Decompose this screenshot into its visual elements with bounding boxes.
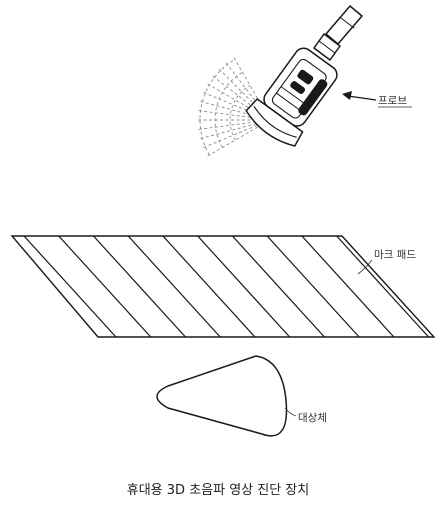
beam-ray xyxy=(207,126,259,157)
probe-device xyxy=(245,5,363,147)
mark-pad xyxy=(10,235,436,338)
mark-pad-stripe xyxy=(231,236,325,337)
mark-pad-stripe xyxy=(266,236,360,337)
beam-ray xyxy=(200,100,257,117)
beam-ray xyxy=(212,75,260,112)
beam-ray xyxy=(200,123,257,140)
mark-pad-stripe xyxy=(58,236,152,337)
figure-caption: 휴대용 3D 초음파 영상 진단 장치 xyxy=(127,483,309,498)
beam-ray xyxy=(233,57,264,109)
mark-pad-stripe xyxy=(301,236,395,337)
beam-ray xyxy=(198,110,257,119)
probe-cable-inner xyxy=(340,17,355,29)
probe-callout: 프로브 xyxy=(342,91,412,108)
mark-pad-stripe xyxy=(336,236,430,337)
mark-pad-stripe xyxy=(162,236,256,337)
probe-cable xyxy=(325,5,363,45)
beam-ray xyxy=(203,124,258,148)
beam-ray xyxy=(203,92,258,116)
mark-pad-stripe xyxy=(127,236,221,337)
beam-ray xyxy=(218,68,261,111)
target-callout: 대상체 xyxy=(284,407,327,424)
beam-arc xyxy=(214,71,243,148)
probe-button xyxy=(297,69,314,85)
beam-arc xyxy=(229,84,251,141)
mark-pad-stripe xyxy=(23,236,117,337)
beam-ray xyxy=(225,62,262,110)
mark-pad-label: 마크 패드 xyxy=(374,249,416,261)
probe-label: 프로브 xyxy=(378,95,407,107)
probe-side-strip xyxy=(298,79,328,116)
beam-arc xyxy=(199,58,236,156)
target-label: 대상체 xyxy=(298,412,327,424)
ultrasound-beam-fan xyxy=(198,57,264,157)
mark-pad-stripe xyxy=(197,236,291,337)
mark-pad-stripe xyxy=(93,236,186,337)
beam-ray xyxy=(198,121,257,130)
beam-ray xyxy=(207,83,259,114)
target-object xyxy=(156,355,288,437)
mark-pad-callout: 마크 패드 xyxy=(357,249,416,275)
